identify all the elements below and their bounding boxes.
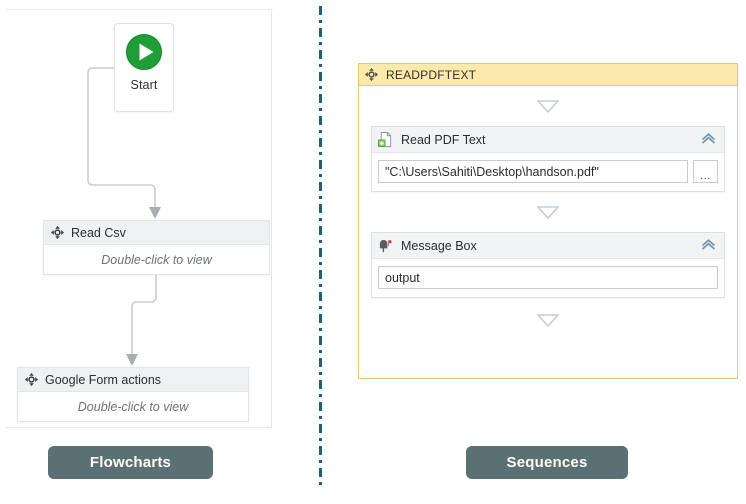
- move-arrows-icon: [25, 373, 38, 386]
- chevron-up-icon-read-pdf-text[interactable]: [701, 132, 716, 148]
- browse-button[interactable]: ...: [693, 160, 718, 183]
- flowchart-node-google-form-actions-body[interactable]: Double-click to view: [18, 392, 248, 422]
- move-arrows-icon: [365, 68, 378, 81]
- activity-title-read-pdf-text: Read PDF Text: [401, 132, 486, 147]
- pdf-document-icon: [378, 132, 392, 147]
- flowchart-node-google-form-actions-header[interactable]: Google Form actions: [18, 368, 248, 392]
- drop-triangle-icon-top[interactable]: [359, 86, 737, 126]
- sequence-container[interactable]: READPDFTEXT Read PDF Text: [358, 63, 738, 379]
- activity-header-read-pdf-text[interactable]: Read PDF Text: [372, 127, 724, 153]
- flowchart-node-read-csv-body[interactable]: Double-click to view: [44, 245, 269, 275]
- flowchart-node-read-csv[interactable]: Read Csv Double-click to view: [43, 220, 270, 275]
- play-circle-icon: [126, 34, 162, 70]
- start-node-label: Start: [130, 78, 158, 92]
- drop-triangle-icon-middle[interactable]: [359, 192, 737, 232]
- flowchart-canvas[interactable]: [6, 9, 272, 428]
- mailbox-icon: [379, 239, 392, 253]
- caption-sequences: Sequences: [466, 446, 628, 479]
- pdf-path-input[interactable]: "C:\Users\Sahiti\Desktop\handson.pdf": [378, 160, 688, 183]
- activity-body-message-box[interactable]: output: [372, 259, 724, 297]
- sequence-header[interactable]: READPDFTEXT: [359, 64, 737, 86]
- activity-body-read-pdf-text[interactable]: "C:\Users\Sahiti\Desktop\handson.pdf" ..…: [372, 153, 724, 191]
- activity-card-read-pdf-text[interactable]: Read PDF Text "C:\Users\Sahiti\Desktop\h…: [371, 126, 725, 192]
- sequence-title: READPDFTEXT: [386, 67, 477, 82]
- message-text-input[interactable]: output: [378, 266, 718, 289]
- activity-card-message-box[interactable]: Message Box output: [371, 232, 725, 298]
- flowchart-node-google-form-actions-hint: Double-click to view: [77, 400, 189, 414]
- flowchart-node-read-csv-hint: Double-click to view: [101, 253, 212, 267]
- activity-title-message-box: Message Box: [401, 238, 477, 253]
- flowchart-node-google-form-actions-title: Google Form actions: [45, 372, 162, 387]
- flowchart-node-read-csv-header[interactable]: Read Csv: [44, 221, 269, 245]
- flowchart-connectors: [87, 67, 161, 366]
- activity-header-message-box[interactable]: Message Box: [372, 233, 724, 259]
- flowchart-node-read-csv-title: Read Csv: [71, 225, 126, 240]
- panel-divider: [319, 6, 322, 488]
- sequence-body[interactable]: Read PDF Text "C:\Users\Sahiti\Desktop\h…: [359, 86, 737, 378]
- chevron-up-icon-message-box[interactable]: [701, 238, 716, 254]
- caption-flowcharts: Flowcharts: [48, 446, 213, 479]
- flowchart-node-start[interactable]: Start: [114, 23, 174, 112]
- drop-triangle-icon-bottom[interactable]: [359, 298, 737, 342]
- flowchart-node-google-form-actions[interactable]: Google Form actions Double-click to view: [17, 367, 249, 422]
- move-arrows-icon: [51, 226, 64, 239]
- flowchart-canvas-top-edge: [6, 9, 273, 10]
